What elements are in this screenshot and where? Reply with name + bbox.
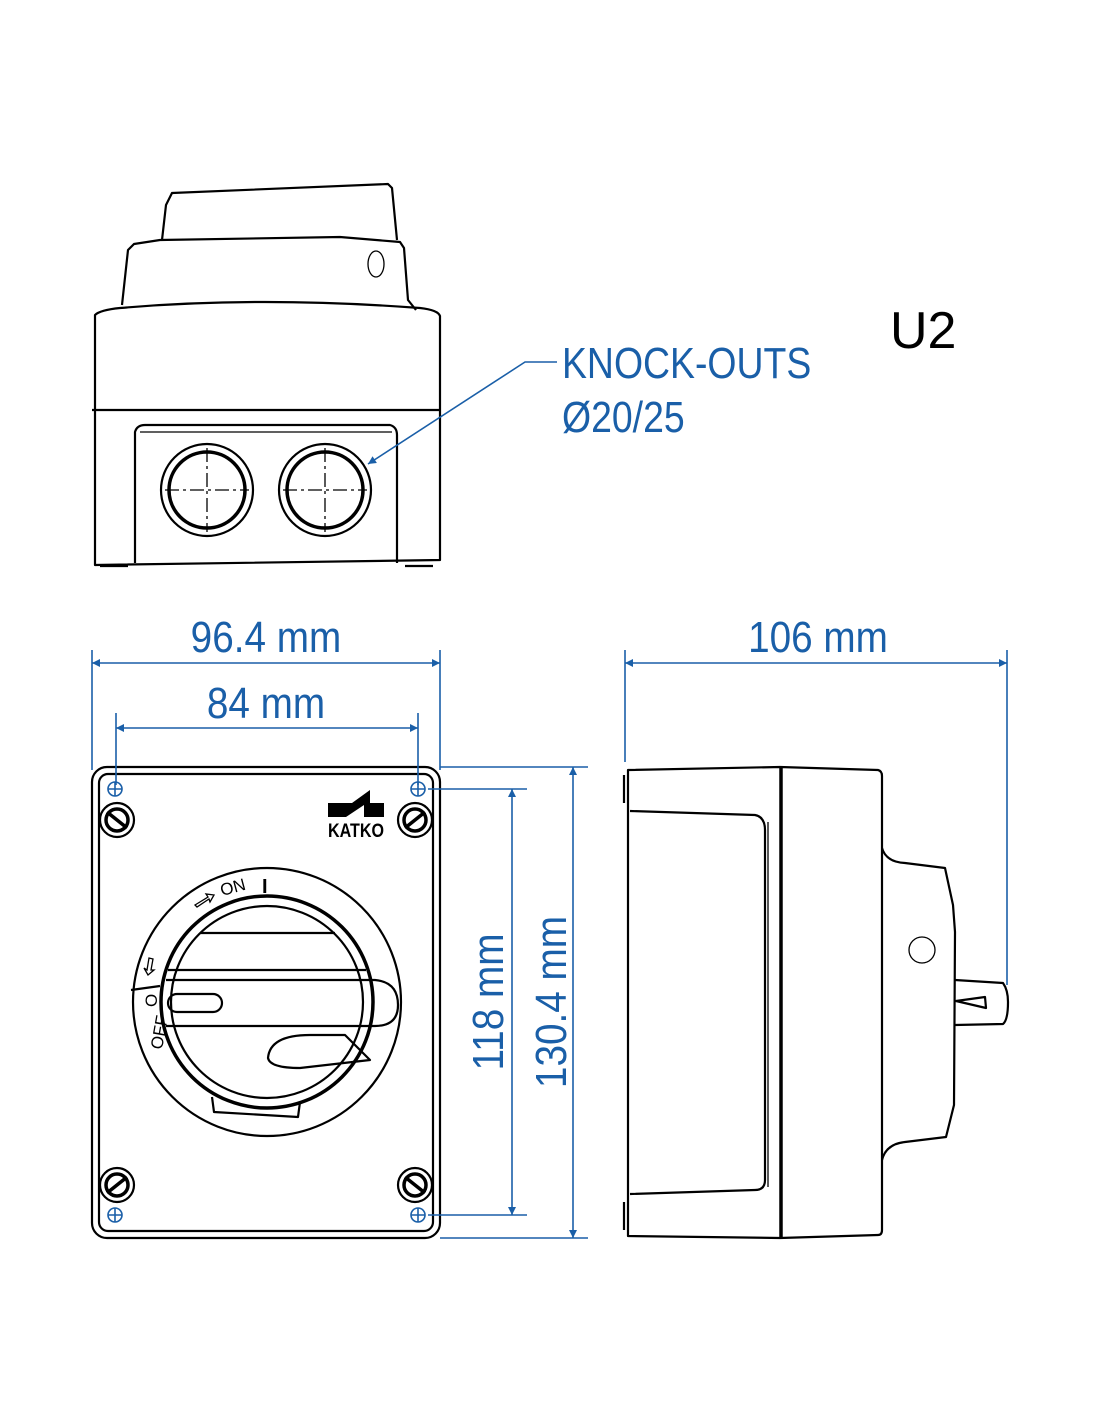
svg-text:118 mm: 118 mm — [463, 934, 513, 1071]
arrow-icon — [193, 893, 216, 908]
svg-text:OFF: OFF — [147, 1014, 172, 1051]
svg-text:O: O — [142, 994, 161, 1007]
katko-logo: KATKO — [328, 790, 384, 842]
arrow-icon — [143, 957, 156, 976]
dimension-overall-height: 130.4 mm — [440, 766, 588, 1239]
dimension-fixing-width: 84 mm — [115, 678, 419, 785]
front-view: KATKO ON I O OFF — [90, 765, 442, 1240]
svg-text:ON: ON — [218, 875, 248, 900]
svg-text:106 mm: 106 mm — [748, 612, 888, 662]
dimension-overall-width: 96.4 mm — [91, 612, 441, 770]
dimension-fixing-height: 118 mm — [428, 788, 527, 1216]
knock-out-right — [277, 442, 373, 538]
top-view — [92, 182, 442, 568]
callout-diameter: Ø20/25 — [562, 392, 685, 442]
drawing-title: U2 — [890, 302, 956, 360]
callout-label: KNOCK-OUTS — [562, 338, 811, 388]
svg-text:84 mm: 84 mm — [207, 678, 325, 728]
knock-out-left — [159, 442, 255, 538]
svg-text:KATKO: KATKO — [328, 821, 384, 842]
knock-outs-callout: KNOCK-OUTS Ø20/25 — [367, 338, 811, 465]
dimension-depth: 106 mm — [624, 612, 1008, 985]
screw-icon — [98, 801, 434, 1204]
side-view — [622, 765, 1010, 1240]
svg-text:I: I — [262, 876, 268, 898]
svg-text:96.4 mm: 96.4 mm — [191, 612, 342, 662]
rotary-switch[interactable]: ON I O OFF — [130, 866, 403, 1138]
svg-text:130.4 mm: 130.4 mm — [526, 916, 576, 1088]
